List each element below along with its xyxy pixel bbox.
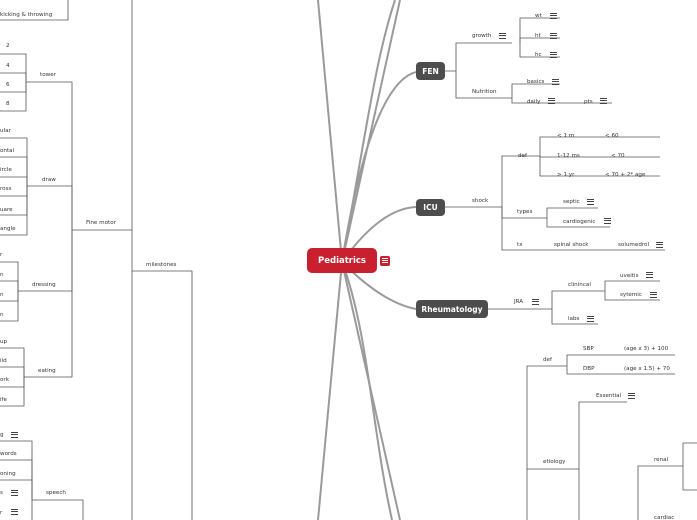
tower-4[interactable]: 4 xyxy=(6,63,10,69)
icu-solumedrol[interactable]: solumedrol xyxy=(618,242,650,248)
fen-growth[interactable]: growth xyxy=(472,33,492,39)
htn-etiology[interactable]: etiology xyxy=(543,459,566,465)
node-rheumatology[interactable]: Rheumatology xyxy=(416,300,488,318)
labs-notes-icon[interactable] xyxy=(587,316,594,322)
icu-tx[interactable]: tx xyxy=(517,242,523,248)
speech-item-4[interactable]: s xyxy=(0,490,3,496)
htn-cardiac[interactable]: cardiac xyxy=(654,515,675,520)
speech-item-4-notes-icon[interactable] xyxy=(11,490,18,496)
rheum-sytemic[interactable]: sytemic xyxy=(620,292,642,298)
kicking-throwing[interactable]: kicking & throwing xyxy=(0,12,53,18)
fine-motor-label[interactable]: Fine motor xyxy=(86,220,116,226)
htn-sbp[interactable]: SBP xyxy=(583,346,594,352)
htn-renal[interactable]: renal xyxy=(654,457,669,463)
rheum-labs[interactable]: labs xyxy=(568,316,580,322)
hc-notes-icon[interactable] xyxy=(550,52,557,58)
root-node-pediatrics[interactable]: Pediatrics xyxy=(307,248,377,273)
tower-6[interactable]: 6 xyxy=(6,82,10,88)
htn-def[interactable]: def xyxy=(543,357,552,363)
icu-cardiogenic[interactable]: cardiogenic xyxy=(563,219,596,225)
eating-item-2[interactable]: ild xyxy=(0,358,7,364)
icu-lt70[interactable]: < 70 xyxy=(611,153,625,159)
rheum-clinical[interactable]: clinincal xyxy=(568,282,591,288)
fen-nutrition[interactable]: Nutrition xyxy=(472,89,497,95)
pts-notes-icon[interactable] xyxy=(600,98,607,104)
growth-notes-icon[interactable] xyxy=(499,33,506,39)
draw-item-4[interactable]: ross xyxy=(0,186,12,192)
draw-item-2[interactable]: ontal xyxy=(0,148,15,154)
icu-1-12ms[interactable]: 1-12 ms xyxy=(557,153,580,159)
fen-daily[interactable]: daily xyxy=(527,99,541,105)
draw-item-1[interactable]: ular xyxy=(0,128,11,134)
speech-item-1[interactable]: g xyxy=(0,432,4,438)
speech-item-5-notes-icon[interactable] xyxy=(11,509,18,515)
dressing-label[interactable]: dressing xyxy=(32,282,56,288)
eating-item-1[interactable]: up xyxy=(0,339,8,345)
dressing-item-2[interactable]: n xyxy=(0,272,4,278)
htn-dbp[interactable]: DBP xyxy=(583,366,595,372)
dressing-item-1[interactable]: r xyxy=(0,252,3,258)
draw-item-6[interactable]: angle xyxy=(0,226,16,232)
speech-item-2[interactable]: words xyxy=(0,451,17,457)
fen-ht[interactable]: ht xyxy=(535,33,541,39)
fen-pts[interactable]: pts xyxy=(584,99,593,105)
tower-label[interactable]: tower xyxy=(40,72,56,78)
node-icu[interactable]: ICU xyxy=(416,199,445,216)
draw-label[interactable]: draw xyxy=(42,177,56,183)
basics-notes-icon[interactable] xyxy=(552,79,559,85)
essential-notes-icon[interactable] xyxy=(628,393,635,399)
icu-septic[interactable]: septic xyxy=(563,199,580,205)
wt-notes-icon[interactable] xyxy=(550,13,557,19)
icu-shock[interactable]: shock xyxy=(472,198,489,204)
draw-item-3[interactable]: ircle xyxy=(0,167,12,173)
fen-wt[interactable]: wt xyxy=(535,13,542,19)
solumedrol-notes-icon[interactable] xyxy=(656,242,663,248)
tower-2[interactable]: 2 xyxy=(6,43,10,49)
fen-hc[interactable]: hc xyxy=(535,52,542,58)
icu-spinal-shock[interactable]: spinal shock xyxy=(554,242,589,248)
rheum-jra[interactable]: JRA xyxy=(514,299,524,305)
icu-lt70age[interactable]: < 70 + 2* age xyxy=(605,172,646,178)
rheum-uveitis[interactable]: uveitis xyxy=(620,273,639,279)
node-fen[interactable]: FEN xyxy=(416,62,445,80)
icu-lt1m[interactable]: < 1 m xyxy=(557,133,575,139)
icu-lt60[interactable]: < 60 xyxy=(605,133,619,139)
dressing-item-3[interactable]: n xyxy=(0,292,4,298)
sytemic-notes-icon[interactable] xyxy=(650,292,657,298)
septic-notes-icon[interactable] xyxy=(587,199,594,205)
icu-def[interactable]: def xyxy=(518,153,527,159)
dressing-item-4[interactable]: n xyxy=(0,312,4,318)
speech-item-1-notes-icon[interactable] xyxy=(11,432,18,438)
root-notes-icon[interactable] xyxy=(380,256,390,266)
icu-gt1yr[interactable]: > 1 yr xyxy=(557,172,575,178)
eating-label[interactable]: eating xyxy=(38,368,56,374)
eating-item-3[interactable]: ork xyxy=(0,377,9,383)
draw-item-5[interactable]: uare xyxy=(0,207,13,213)
jra-notes-icon[interactable] xyxy=(532,299,539,305)
htn-sbp-formula[interactable]: (age x 3) + 100 xyxy=(624,346,669,352)
htn-dbp-formula[interactable]: (age x 1.5) + 70 xyxy=(624,366,670,372)
htn-essential[interactable]: Essential xyxy=(596,393,622,399)
milestones-label[interactable]: milestones xyxy=(146,262,177,268)
icu-types[interactable]: types xyxy=(517,209,533,215)
eating-item-4[interactable]: ife xyxy=(0,397,7,403)
cardiogenic-notes-icon[interactable] xyxy=(604,218,611,224)
daily-notes-icon[interactable] xyxy=(548,98,555,104)
ht-notes-icon[interactable] xyxy=(550,33,557,39)
uveitis-notes-icon[interactable] xyxy=(646,272,653,278)
speech-item-3[interactable]: oning xyxy=(0,471,16,477)
fen-basics[interactable]: basics xyxy=(527,79,545,85)
speech-label[interactable]: speech xyxy=(46,490,66,496)
speech-item-5[interactable]: r xyxy=(0,510,3,516)
tower-8[interactable]: 8 xyxy=(6,101,10,107)
